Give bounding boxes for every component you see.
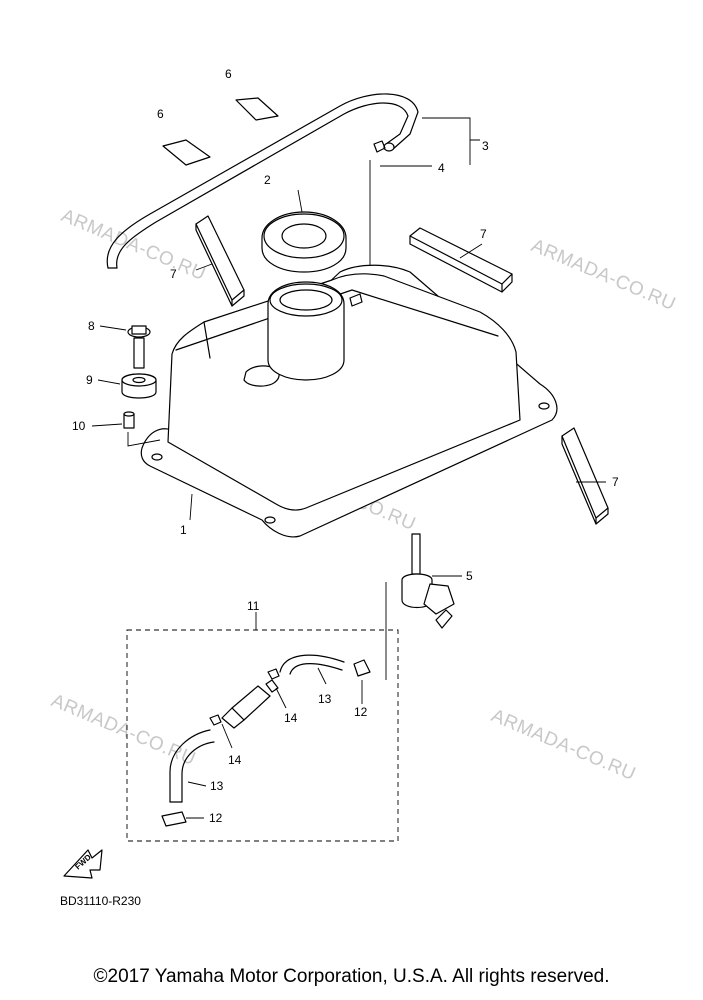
callout-label: 12	[354, 705, 368, 719]
watermark: ARMADA-CO.RU	[48, 690, 199, 770]
callout-label: 14	[228, 753, 242, 767]
callout-label: 5	[466, 569, 473, 583]
pad-part-6-lower	[162, 139, 211, 166]
callout-label: 7	[480, 227, 487, 241]
callout-label: 11	[247, 599, 260, 613]
diagram-code: BD31110-R230	[60, 894, 141, 908]
watermark: ARMADA-CO.RU	[488, 705, 639, 785]
callout-label: 13	[210, 779, 224, 793]
fuel-cap-part-2	[261, 211, 347, 273]
damper-part-7-upper-right	[409, 227, 513, 293]
callout-label: 6	[225, 67, 232, 81]
callouts: 6 6 3 4 2 7 7 7 8 9 10 1 5 11 13 14 12 1…	[72, 67, 619, 825]
watermark: ARMADA-CO.RU	[58, 205, 209, 285]
callout-label: 8	[88, 319, 95, 333]
damper-part-7-lower-right	[561, 427, 609, 525]
callout-label: 2	[264, 173, 271, 187]
pad-part-6-upper	[235, 97, 279, 121]
fwd-arrow-icon: FWD	[63, 849, 103, 879]
callout-label: 4	[438, 161, 445, 175]
bolt-part-8	[127, 325, 151, 369]
callout-label: 14	[284, 711, 298, 725]
grommet-part-9	[121, 373, 157, 399]
callout-label: 7	[170, 267, 177, 281]
callout-label: 6	[157, 107, 164, 121]
damper-part-7-left	[195, 215, 245, 307]
breather-hose-part-3	[106, 93, 419, 269]
callout-label: 3	[482, 139, 489, 153]
fuel-filter-kit-part-11	[126, 629, 399, 842]
callout-label: 13	[318, 692, 332, 706]
callout-label: 1	[180, 523, 187, 537]
fuel-tank-part-1	[140, 264, 558, 538]
callout-label: 9	[86, 373, 93, 387]
fuel-cock-part-5	[385, 533, 455, 680]
watermark: ARMADA-CO.RU	[528, 235, 679, 315]
copyright-notice: ©2017 Yamaha Motor Corporation, U.S.A. A…	[93, 966, 610, 987]
callout-label: 7	[612, 475, 619, 489]
callout-label: 10	[72, 419, 86, 433]
callout-label: 12	[209, 811, 223, 825]
collar-part-10	[123, 411, 161, 447]
